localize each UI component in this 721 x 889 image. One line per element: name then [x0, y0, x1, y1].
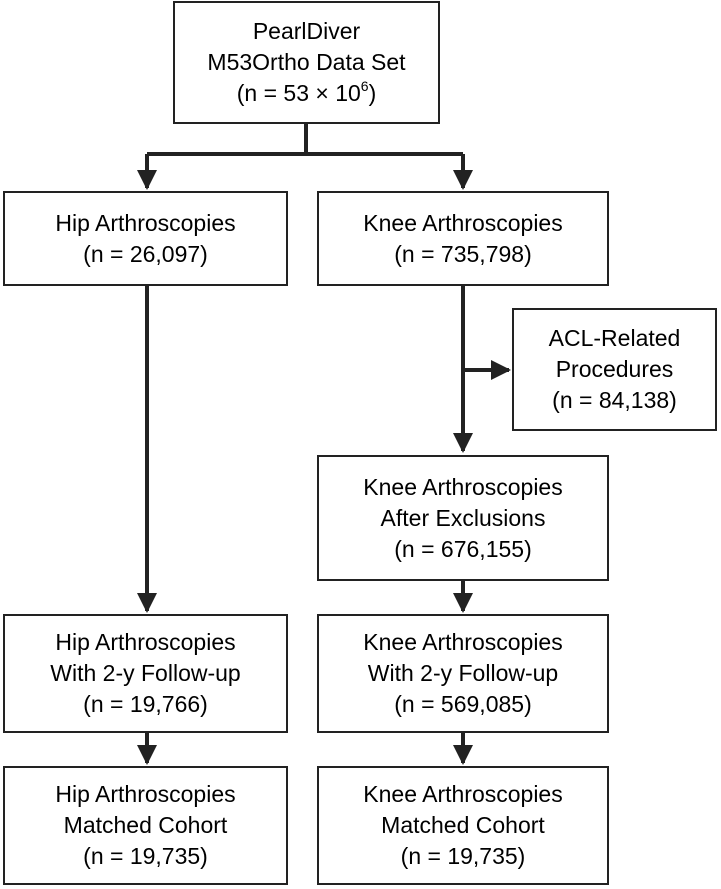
acl-line-2: Procedures — [555, 356, 674, 382]
hip-followup-box: Hip Arthroscopies With 2-y Follow-up (n … — [3, 614, 288, 733]
hip-matched-line-2: Matched Cohort — [63, 812, 228, 838]
hip-followup-line-2: With 2-y Follow-up — [50, 660, 241, 686]
knee-followup-line-2: With 2-y Follow-up — [367, 660, 559, 686]
knee-matched-count: (n = 19,735) — [400, 843, 526, 869]
source-line-1: PearlDiver — [252, 18, 361, 44]
knee-matched-line-2: Matched Cohort — [381, 812, 545, 838]
hip-count: (n = 26,097) — [83, 240, 208, 267]
knee-followup-box: Knee Arthroscopies With 2-y Follow-up (n… — [317, 614, 609, 733]
knee-followup-line-1: Knee Arthroscopies — [363, 629, 563, 655]
knee-after-line-2: After Exclusions — [380, 504, 546, 531]
hip-followup-line-1: Hip Arthroscopies — [55, 629, 236, 655]
hip-matched-box: Hip Arthroscopies Matched Cohort (n = 19… — [3, 766, 288, 885]
knee-matched-line-1: Knee Arthroscopies — [363, 781, 563, 807]
knee-arthroscopies-box: Knee Arthroscopies (n = 735,798) — [317, 191, 609, 286]
hip-matched-count: (n = 19,735) — [83, 843, 208, 869]
knee-after-line-1: Knee Arthroscopies — [363, 473, 563, 500]
source-count: (n = 53 × 106) — [236, 78, 377, 106]
source-box: PearlDiver M53Ortho Data Set (n = 53 × 1… — [173, 1, 440, 124]
hip-matched-line-1: Hip Arthroscopies — [55, 781, 236, 807]
hip-title: Hip Arthroscopies — [55, 209, 236, 236]
knee-count: (n = 735,798) — [394, 240, 532, 267]
hip-arthroscopies-box: Hip Arthroscopies (n = 26,097) — [3, 191, 288, 286]
acl-procedures-box: ACL-Related Procedures (n = 84,138) — [512, 308, 717, 431]
knee-after-count: (n = 676,155) — [394, 535, 532, 562]
knee-followup-count: (n = 569,085) — [394, 691, 532, 717]
source-line-2: M53Ortho Data Set — [207, 49, 406, 75]
acl-line-1: ACL-Related — [548, 325, 681, 351]
knee-matched-box: Knee Arthroscopies Matched Cohort (n = 1… — [317, 766, 609, 885]
hip-followup-count: (n = 19,766) — [83, 691, 208, 717]
acl-count: (n = 84,138) — [552, 387, 677, 413]
knee-title: Knee Arthroscopies — [363, 209, 563, 236]
knee-after-exclusions-box: Knee Arthroscopies After Exclusions (n =… — [317, 455, 609, 581]
